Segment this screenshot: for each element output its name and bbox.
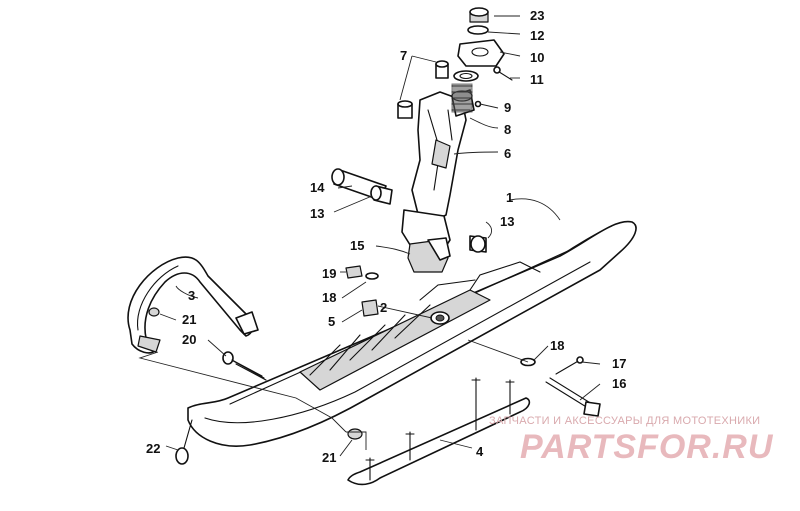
callout-17: 17 bbox=[612, 356, 626, 371]
callout-21-upper: 21 bbox=[182, 312, 196, 327]
callout-labels: 23 12 10 11 9 8 6 7 14 13 13 1 15 19 18 … bbox=[146, 8, 626, 465]
callout-18-upper: 18 bbox=[322, 290, 336, 305]
callout-9: 9 bbox=[504, 100, 511, 115]
callout-19: 19 bbox=[322, 266, 336, 281]
rubber-pad bbox=[407, 237, 451, 273]
callout-14: 14 bbox=[310, 180, 325, 195]
callout-20: 20 bbox=[182, 332, 196, 347]
callout-15: 15 bbox=[350, 238, 364, 253]
callout-18-lower: 18 bbox=[550, 338, 564, 353]
callout-10: 10 bbox=[530, 50, 544, 65]
carbide-runner bbox=[347, 377, 531, 486]
callout-5: 5 bbox=[328, 314, 335, 329]
callout-23: 23 bbox=[530, 8, 544, 23]
bushings-7 bbox=[397, 60, 449, 119]
leader-lines bbox=[138, 15, 601, 457]
ski-loop bbox=[127, 256, 259, 354]
top-hardware bbox=[453, 7, 513, 108]
callout-11: 11 bbox=[530, 72, 544, 87]
watermark-logo: PARTSFOR.RU bbox=[520, 428, 774, 466]
callout-13-right: 13 bbox=[500, 214, 514, 229]
watermark-tagline: ЗАПЧАСТИ И АКСЕССУАРЫ ДЛЯ МОТОТЕХНИКИ bbox=[489, 415, 761, 427]
spring bbox=[451, 83, 473, 113]
bolts bbox=[175, 351, 601, 465]
callout-21-lower: 21 bbox=[322, 450, 336, 465]
callout-8: 8 bbox=[504, 122, 511, 137]
callout-13-left: 13 bbox=[310, 206, 324, 221]
callout-12: 12 bbox=[530, 28, 544, 43]
callout-2: 2 bbox=[380, 300, 387, 315]
callout-1: 1 bbox=[506, 190, 513, 205]
callout-3: 3 bbox=[188, 288, 195, 303]
callout-22: 22 bbox=[146, 441, 160, 456]
callout-7: 7 bbox=[400, 48, 407, 63]
ski-fasteners bbox=[345, 265, 536, 367]
callout-16: 16 bbox=[612, 376, 626, 391]
callout-6: 6 bbox=[504, 146, 511, 161]
callout-4: 4 bbox=[476, 444, 484, 459]
pivot-pin bbox=[331, 168, 487, 253]
